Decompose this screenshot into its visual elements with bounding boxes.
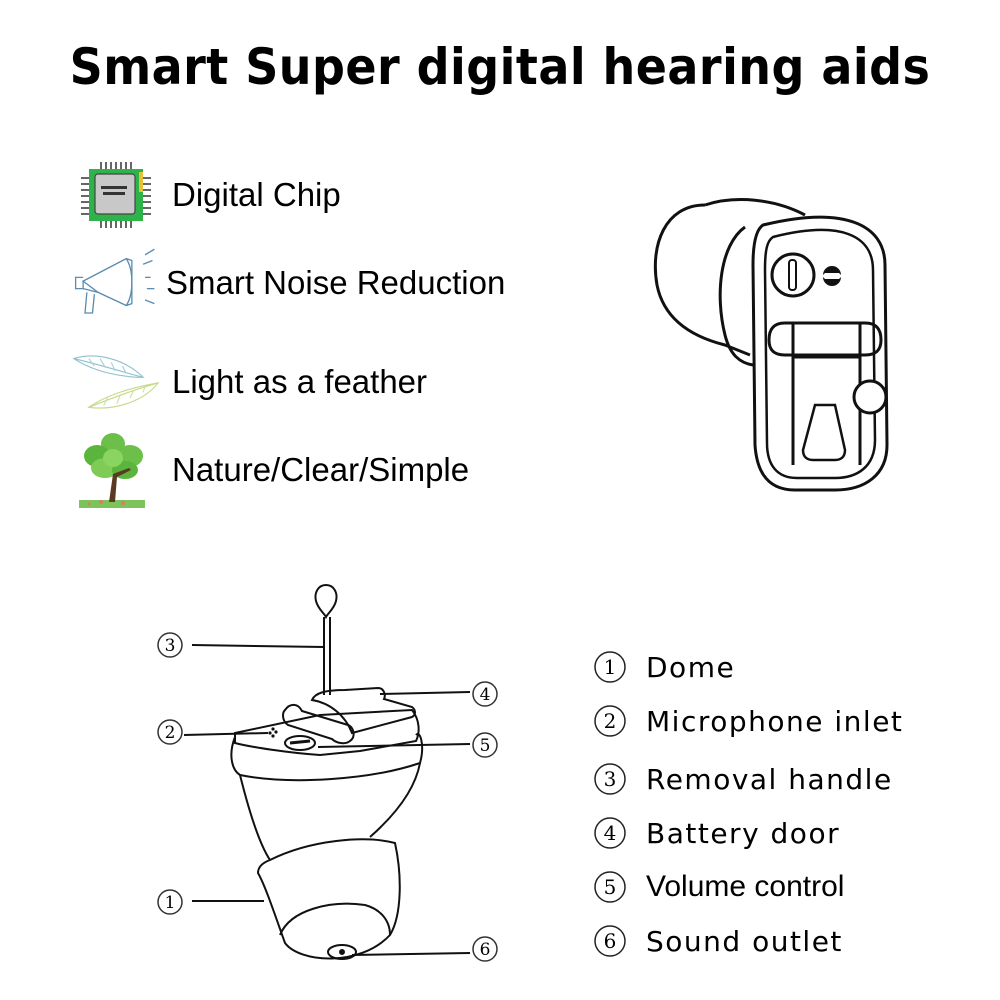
legend-item-dome: 1 Dome [592, 640, 903, 694]
svg-text:1: 1 [604, 655, 617, 679]
svg-text:3: 3 [604, 767, 617, 791]
feature-noise-reduction: Smart Noise Reduction [70, 243, 505, 323]
chip-icon [70, 155, 160, 235]
megaphone-icon [70, 243, 160, 323]
feature-label: Digital Chip [172, 176, 341, 213]
svg-text:4: 4 [604, 821, 617, 845]
svg-text:1: 1 [165, 893, 176, 913]
feature-label: Light as a feather [172, 363, 428, 400]
legend-item-sound-outlet: 6 Sound outlet [592, 914, 903, 968]
callout-3: 3 [155, 630, 185, 660]
feature-digital-chip: Digital Chip [70, 155, 341, 235]
legend-label: Dome [646, 650, 736, 684]
svg-text:2: 2 [165, 723, 176, 743]
callout-6: 6 [470, 934, 500, 964]
page-title: Smart Super digital hearing aids [69, 38, 931, 96]
svg-text:6: 6 [604, 929, 617, 953]
feature-label: Smart Noise Reduction [166, 264, 506, 301]
feature-light: Light as a feather [70, 342, 427, 422]
number-badge-1: 1 [592, 649, 628, 685]
legend-item-volume-control: 5 Volume control [592, 860, 903, 914]
svg-text:3: 3 [165, 636, 176, 656]
svg-text:5: 5 [480, 736, 491, 756]
number-badge-2: 2 [592, 703, 628, 739]
number-badge-3: 3 [592, 761, 628, 797]
hearing-aid-faceplate-illustration [645, 185, 895, 495]
legend-label: Microphone inlet [646, 704, 904, 738]
callout-2: 2 [155, 717, 185, 747]
legend-item-battery-door: 4 Battery door [592, 806, 903, 860]
callout-1: 1 [155, 887, 185, 917]
feature-label: Nature/Clear/Simple [172, 451, 470, 488]
feather-icon [70, 342, 160, 422]
legend-label: Sound outlet [646, 924, 843, 958]
svg-text:2: 2 [604, 709, 617, 733]
svg-text:5: 5 [604, 875, 617, 899]
number-badge-4: 4 [592, 815, 628, 851]
callout-4: 4 [470, 679, 500, 709]
callout-5: 5 [470, 730, 500, 760]
tree-icon [70, 430, 160, 510]
legend-item-removal-handle: 3 Removal handle [592, 752, 903, 806]
feature-nature: Nature/Clear/Simple [70, 430, 469, 510]
legend-label: Removal handle [646, 762, 893, 796]
legend-label: Volume control [646, 870, 845, 903]
legend-item-microphone-inlet: 2 Microphone inlet [592, 694, 903, 748]
number-badge-6: 6 [592, 923, 628, 959]
svg-text:4: 4 [480, 685, 491, 705]
parts-legend: 1 Dome 2 Microphone inlet 3 Removal hand… [592, 640, 903, 968]
number-badge-5: 5 [592, 869, 628, 905]
legend-label: Battery door [646, 816, 841, 850]
svg-text:6: 6 [480, 940, 491, 960]
hearing-aid-parts-diagram [140, 575, 520, 970]
